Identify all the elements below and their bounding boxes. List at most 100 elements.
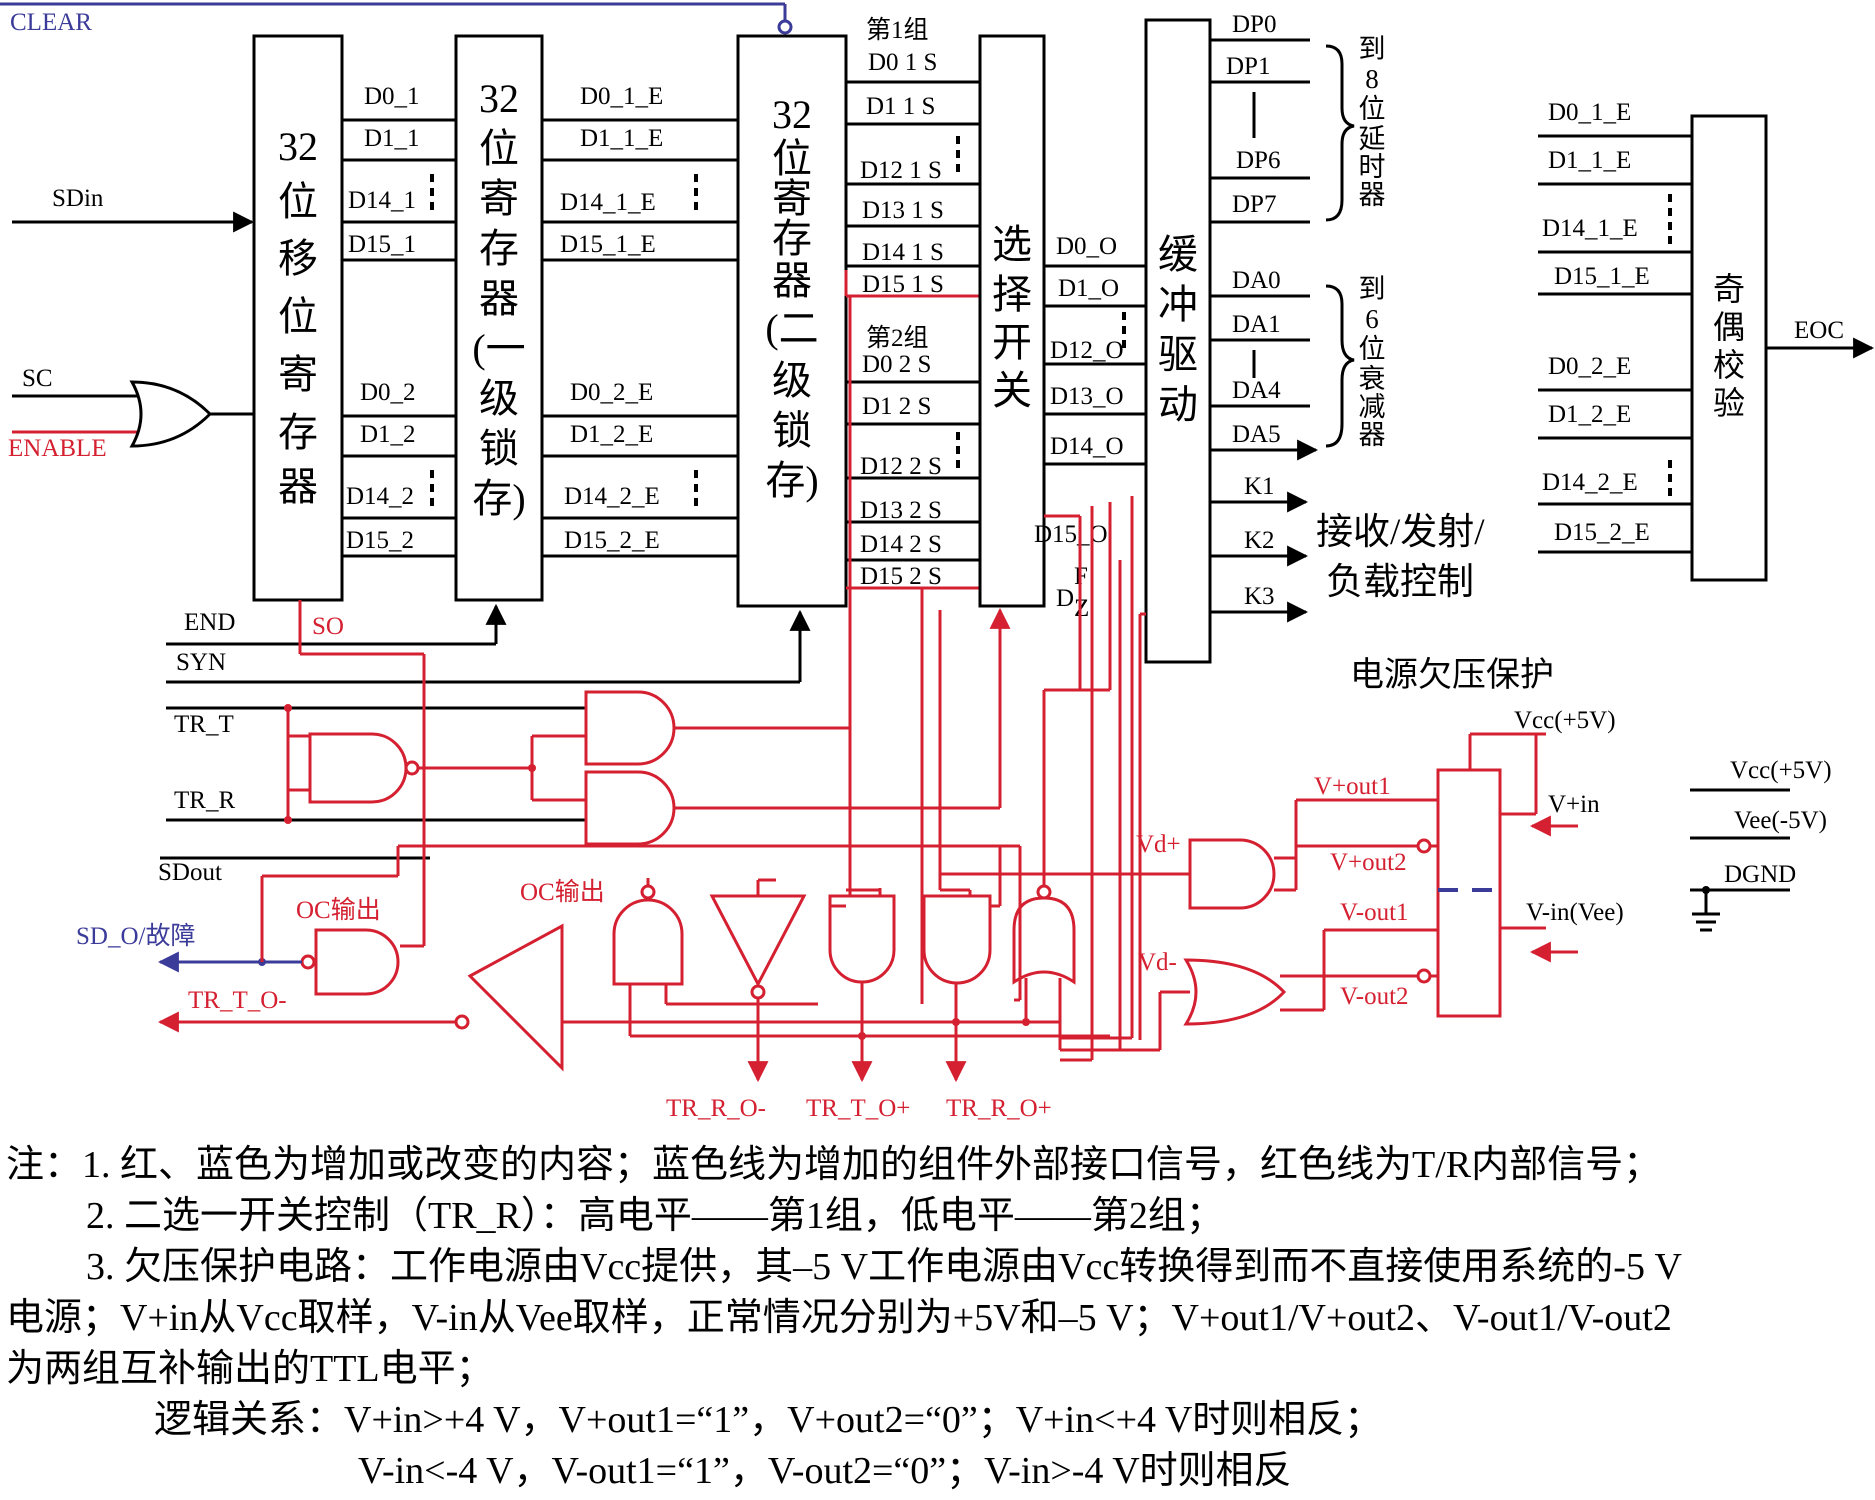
nand-gate-trt-trr	[308, 732, 408, 804]
vmout1-label: V-out1	[1340, 899, 1409, 926]
buf-out-2: DP6	[1236, 147, 1280, 174]
oc-gate-sdo	[314, 928, 400, 996]
parity-in-1: D1_1_E	[1548, 147, 1631, 174]
svg-text:(一: (一	[472, 326, 525, 371]
note-line-5: 为两组互补输出的TTL电平；	[6, 1348, 494, 1390]
latch1-block	[454, 34, 544, 602]
sel-out-5: D15_O	[1034, 521, 1108, 548]
vcc-in-label: Vcc(+5V)	[1514, 707, 1616, 734]
svg-text:存): 存)	[472, 476, 525, 521]
l1-out-4: D0_2_E	[570, 379, 653, 406]
svg-text:择: 择	[992, 272, 1032, 317]
circuit-diagram: CLEAR 32 位 移 位 寄 存 器 SDin SC ENABLE D0_1…	[0, 2, 1875, 1122]
dest-atten: 到 6 位 衰 减 器	[1359, 274, 1386, 450]
latch2-block	[736, 34, 848, 608]
buf-out-10: K3	[1244, 583, 1275, 610]
sr-out-2: D14_1	[348, 187, 416, 214]
buffer-trt-o-minus	[467, 923, 564, 1072]
note-line-4: 电源；V+in从Vcc取样，V-in从Vee取样，正常情况分别为+5V和–5 V…	[6, 1297, 1672, 1339]
tr-t-o-plus-label: TR_T_O+	[806, 1095, 910, 1122]
latch1-title: 32 位 寄 存 器 (一 级 锁 存)	[472, 76, 525, 521]
svg-text:选: 选	[992, 222, 1032, 267]
sr-out-1: D1_1	[364, 125, 420, 152]
uv-comparator-block	[1436, 768, 1502, 1018]
group2-title: 第2组	[866, 324, 929, 352]
l2-out-7: D1 2 S	[862, 393, 931, 420]
brace-delay	[1325, 44, 1355, 222]
svg-text:级: 级	[479, 376, 519, 421]
dest-trx-1: 接收/发射/	[1316, 511, 1485, 553]
svg-text:位: 位	[1359, 334, 1386, 364]
svg-text:时: 时	[1359, 152, 1386, 182]
svg-text:开: 开	[992, 320, 1032, 365]
svg-text:缓: 缓	[1158, 232, 1198, 277]
parity-in-5: D1_2_E	[1548, 401, 1631, 428]
svg-text:关: 关	[992, 368, 1032, 413]
brace-atten	[1325, 284, 1355, 448]
svg-text:到: 到	[1359, 274, 1386, 304]
sr-out-4: D0_2	[360, 379, 416, 406]
svg-text:器: 器	[772, 258, 812, 303]
power-title: 电源欠压保护	[1350, 656, 1554, 694]
tr-r-o-minus-label: TR_R_O-	[666, 1095, 766, 1122]
l1-out-0: D0_1_E	[580, 83, 663, 110]
svg-text:锁: 锁	[479, 426, 519, 471]
buf-out-0: DP0	[1232, 11, 1276, 38]
svg-text:动: 动	[1158, 382, 1198, 427]
buf-out-4: DA0	[1232, 267, 1281, 294]
svg-text:衰: 衰	[1359, 364, 1386, 394]
l1-out-2: D14_1_E	[560, 189, 656, 216]
l2-out-5: D15 1 S	[862, 271, 944, 298]
l2-out-2: D12 1 S	[860, 157, 942, 184]
vminus-in-label: V-in(Vee)	[1526, 899, 1624, 926]
buf-out-5: DA1	[1232, 311, 1281, 338]
or-gate-vd-minus	[1183, 958, 1287, 1026]
svg-text:寄: 寄	[278, 352, 318, 397]
note-line-1: 注：1. 红、蓝色为增加或改变的内容；蓝色线为增加的组件外部接口信号，红色线为T…	[6, 1144, 1662, 1186]
buf-out-8: K1	[1244, 473, 1275, 500]
oc1-label: OC输出	[296, 896, 381, 924]
l2-out-4: D14 1 S	[862, 239, 944, 266]
vmout2-label: V-out2	[1340, 983, 1409, 1010]
l1-out-7: D15_2_E	[564, 527, 660, 554]
sel-out-2: D12_O	[1050, 337, 1124, 364]
svg-text:器: 器	[278, 464, 318, 509]
buf-out-3: DP7	[1232, 191, 1276, 218]
sdout-label: SDout	[158, 859, 222, 886]
vpout1-label: V+out1	[1314, 773, 1391, 800]
l2-out-11: D15 2 S	[860, 563, 942, 590]
latch2-title: 32 位 寄 存 器 (二 级 锁 存)	[765, 92, 818, 503]
oc2-label: OC输出	[520, 878, 605, 906]
svg-text:存: 存	[772, 216, 812, 261]
svg-text:验: 验	[1713, 385, 1745, 421]
end-label: END	[184, 609, 235, 636]
svg-text:锁: 锁	[772, 408, 812, 453]
svg-text:移: 移	[278, 236, 318, 281]
parity-in-4: D0_2_E	[1548, 353, 1631, 380]
svg-text:32: 32	[479, 76, 519, 121]
tr-r-label: TR_R	[174, 787, 235, 814]
parity-in-6: D14_2_E	[1542, 469, 1638, 496]
note-line-7: V-in<-4 V，V-out1=“1”，V-out2=“0”；V-in>-4 …	[358, 1450, 1292, 1492]
svg-text:延: 延	[1359, 124, 1386, 154]
svg-text:存): 存)	[765, 458, 818, 503]
selector-title: 选 择 开 关	[992, 222, 1032, 413]
svg-text:8: 8	[1365, 64, 1379, 94]
buf-out-7: DA5	[1232, 421, 1281, 448]
buf-out-9: K2	[1244, 527, 1275, 554]
buffer-block	[1144, 18, 1212, 664]
ground-icon	[1692, 890, 1720, 932]
svg-text:寄: 寄	[772, 176, 812, 221]
dest-trx-2: 负载控制	[1326, 561, 1474, 603]
sd-o-label: SD_O/故障	[76, 922, 195, 950]
note-line-3: 3. 欠压保护电路：工作电源由Vcc提供，其–5 V工作电源由Vcc转换得到而不…	[86, 1246, 1682, 1288]
svg-text:位: 位	[772, 136, 812, 181]
and-gate-trt-o-plus	[828, 894, 896, 984]
buf-out-1: DP1	[1226, 53, 1270, 80]
l1-out-5: D1_2_E	[570, 421, 653, 448]
so-label: SO	[312, 613, 344, 640]
sdin-label: SDin	[52, 185, 104, 212]
note-line-2: 2. 二选一开关控制（TR_R）：高电平——第1组，低电平——第2组；	[86, 1195, 1224, 1237]
parity-in-7: D15_2_E	[1554, 519, 1650, 546]
and-gate-trr-o-plus	[922, 894, 992, 985]
